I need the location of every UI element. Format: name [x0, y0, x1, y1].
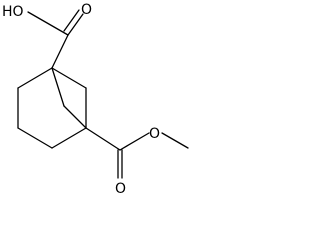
bond-c4-c5 [51, 127, 87, 149]
carboxylic-acid-group [27, 9, 84, 69]
bond-ester-c-o [119, 132, 150, 151]
methyl-ester-group [85, 127, 189, 179]
bond-c1-c2 [17, 67, 53, 89]
bond-acid-c-oh [27, 11, 69, 36]
acid-carbonyl-oxygen-label: O [81, 2, 92, 18]
bond-acid-c-ring [51, 34, 69, 69]
bond-bridge-lower [63, 105, 87, 129]
hydroxyl-label: HO [2, 4, 24, 20]
bond-acid-c-o-double-a [67, 13, 84, 36]
bond-ring-ester-c [85, 127, 121, 151]
bond-c6-c1 [51, 67, 87, 89]
ester-ether-oxygen-label: O [149, 126, 160, 142]
molecule-structure-diagram: HO O O O [2, 2, 189, 197]
bicyclic-ring [17, 67, 87, 149]
bond-acid-c-o-double-b [63, 9, 80, 32]
bond-ester-o-methyl [161, 132, 189, 149]
bond-bridge-upper [51, 67, 65, 107]
bond-c3-c4 [17, 127, 53, 149]
ester-carbonyl-oxygen-label: O [115, 181, 126, 197]
